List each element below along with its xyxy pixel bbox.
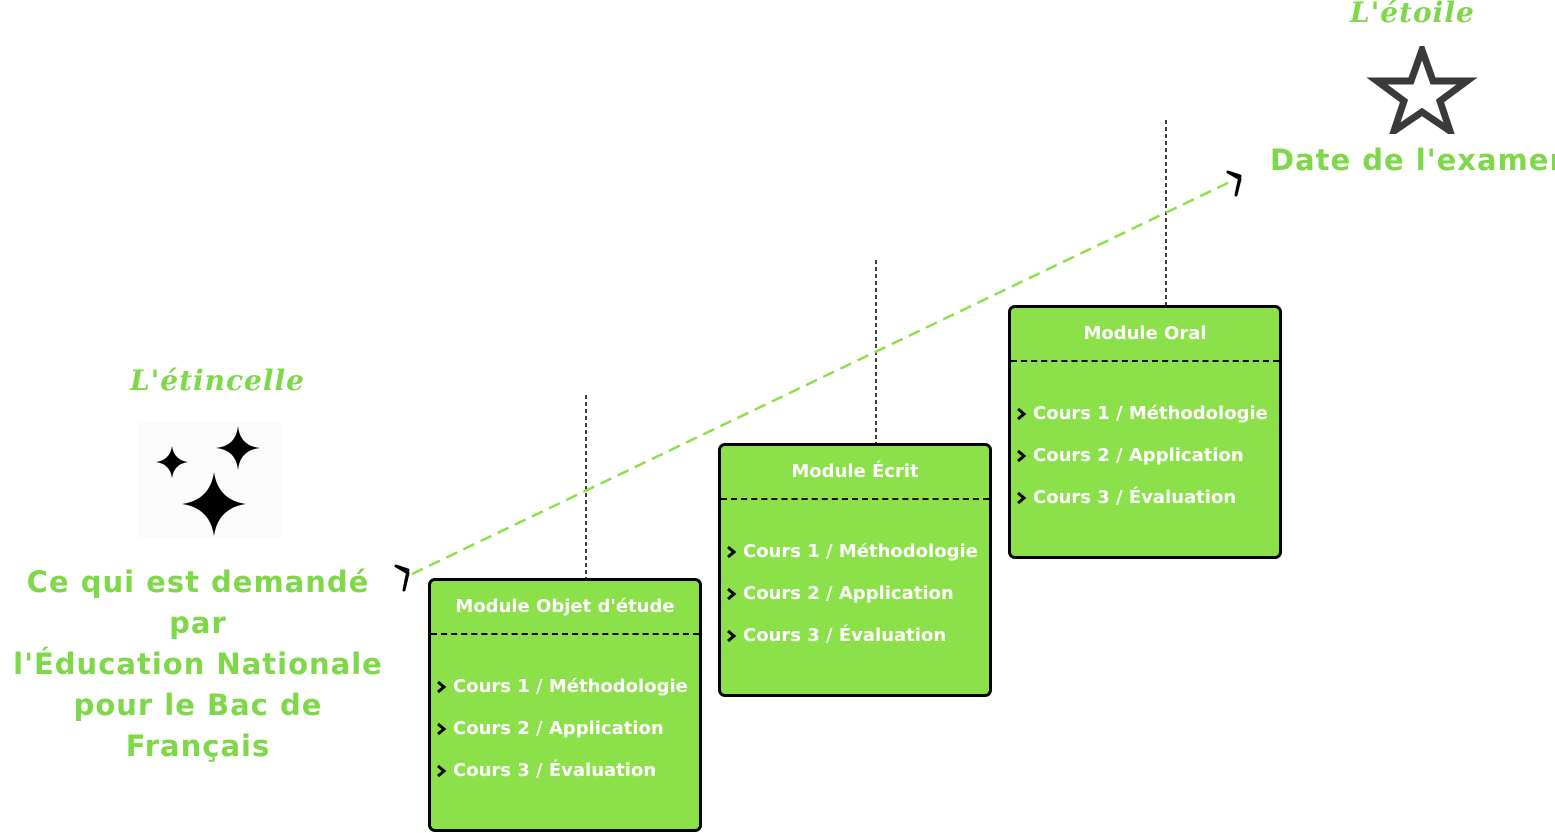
chevron-right-icon [727, 630, 737, 642]
module-title: Module Oral [1011, 308, 1279, 362]
chevron-right-icon [437, 765, 447, 777]
module-oral: Module Oral Cours 1 / Méthodologie Cours… [1008, 305, 1282, 559]
course-item: Cours 3 / Évaluation [435, 750, 699, 792]
module-course-list: Cours 1 / Méthodologie Cours 2 / Applica… [431, 635, 699, 792]
module-title: Module Objet d'étude [431, 581, 699, 635]
course-item-label: Cours 1 / Méthodologie [1033, 403, 1268, 424]
start-description: Ce qui est demandé par l'Éducation Natio… [0, 562, 396, 767]
chevron-right-icon [437, 723, 447, 735]
course-item-label: Cours 2 / Application [743, 583, 954, 604]
progression-arrow-tail-chevron [394, 564, 410, 592]
module-ecrit: Module Écrit Cours 1 / Méthodologie Cour… [718, 443, 992, 697]
chevron-right-icon [437, 681, 447, 693]
course-item-label: Cours 1 / Méthodologie [453, 676, 688, 697]
start-description-line: pour le Bac de Français [73, 688, 323, 763]
course-item-label: Cours 2 / Application [453, 718, 664, 739]
start-description-line: l'Éducation Nationale [13, 647, 383, 681]
end-description: Date de l'examen [1270, 143, 1555, 177]
course-item: Cours 3 / Évaluation [725, 615, 989, 657]
course-item-label: Cours 1 / Méthodologie [743, 541, 978, 562]
chevron-right-icon [727, 546, 737, 558]
chevron-right-icon [727, 588, 737, 600]
start-title: L'étincelle [130, 364, 305, 397]
star-outline-icon [1364, 39, 1480, 140]
course-item: Cours 1 / Méthodologie [435, 666, 699, 708]
course-item: Cours 1 / Méthodologie [1015, 393, 1279, 435]
course-item: Cours 3 / Évaluation [1015, 477, 1279, 519]
module-objet-etude: Module Objet d'étude Cours 1 / Méthodolo… [428, 578, 702, 832]
module-course-list: Cours 1 / Méthodologie Cours 2 / Applica… [721, 500, 989, 657]
module-course-list: Cours 1 / Méthodologie Cours 2 / Applica… [1011, 362, 1279, 519]
module-title: Module Écrit [721, 446, 989, 500]
course-item: Cours 2 / Application [725, 573, 989, 615]
course-item-label: Cours 3 / Évaluation [743, 625, 947, 646]
chevron-right-icon [1017, 450, 1027, 462]
progression-arrow-head-chevron [1226, 170, 1242, 197]
chevron-right-icon [1017, 492, 1027, 504]
sparkles-icon [138, 422, 282, 538]
chevron-right-icon [1017, 408, 1027, 420]
course-item: Cours 1 / Méthodologie [725, 531, 989, 573]
start-description-line: Ce qui est demandé par [26, 565, 370, 640]
course-item-label: Cours 3 / Évaluation [1033, 487, 1237, 508]
course-item: Cours 2 / Application [1015, 435, 1279, 477]
course-item: Cours 2 / Application [435, 708, 699, 750]
course-item-label: Cours 2 / Application [1033, 445, 1244, 466]
course-item-label: Cours 3 / Évaluation [453, 760, 657, 781]
end-title: L'étoile [1350, 0, 1475, 29]
